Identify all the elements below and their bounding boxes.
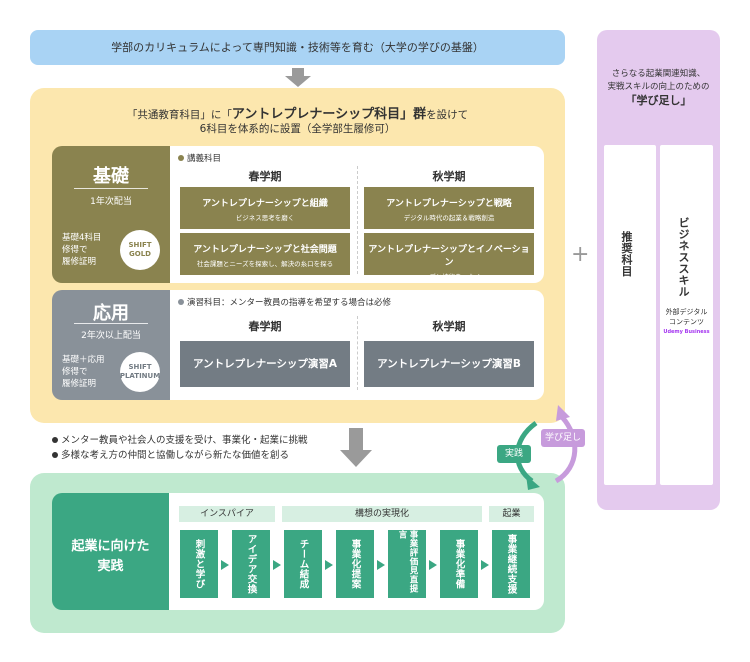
chevron-right-icon	[481, 560, 489, 570]
step-stimulus: 刺激と学び	[180, 530, 218, 598]
course-social-issues: アントレプレナーシップと社会問題社会課題とニーズを探索し、解決の糸口を探る	[180, 233, 350, 275]
course-innovation: アントレプレナーシップとイノベーションニーズと技術をつなぐ	[364, 233, 534, 281]
advanced-sub: 2年次以上配当	[81, 331, 141, 341]
advanced-title: 応用	[93, 303, 129, 324]
phase-startup: 起業	[489, 506, 534, 522]
lecture-legend: 講義科目	[178, 152, 221, 164]
practice-tag: 実践	[497, 445, 531, 463]
step-idea-exchange: アイデア交換	[232, 530, 270, 598]
phase-realization: 構想の実現化	[282, 506, 482, 522]
step-team-building: チーム結成	[284, 530, 322, 598]
advanced-spring-label: 春学期	[248, 320, 282, 333]
practice-title-panel: 起業に向けた実践	[52, 493, 169, 610]
practice-title: 起業に向けた実践	[71, 539, 150, 574]
top-banner: 学部のカリキュラムによって専門知識・技術等を育む（大学の学びの基盤）	[30, 30, 565, 65]
external-content-label: 外部デジタルコンテンツ	[665, 308, 708, 326]
udemy-business-logo: Udemy Business	[663, 329, 710, 335]
basic-title: 基礎	[93, 166, 129, 187]
basic-spring-label: 春学期	[248, 170, 282, 183]
practice-steps-panel: インスパイア 構想の実現化 起業 刺激と学び アイデア交換 チーム結成 事業化提…	[169, 493, 544, 610]
business-skills-label: ビジネススキル	[677, 217, 690, 298]
course-exercise-b: アントレプレナーシップ演習B	[364, 341, 534, 387]
chevron-right-icon	[273, 560, 281, 570]
advanced-autumn-label: 秋学期	[432, 320, 466, 333]
practice-legend: 演習科目：メンター教員の指導を希望する場合は必修	[178, 296, 391, 308]
yellow-header-line2: 6科目を体系的に設置（全学部生履修可）	[199, 123, 396, 135]
manabi-tag: 学び足し	[541, 429, 585, 447]
plus-icon: +	[571, 242, 590, 267]
bullet-item: メンター教員や社会人の支援を受け、事業化・起業に挑戦	[52, 433, 308, 448]
semester-divider	[357, 166, 358, 274]
step-continuation-support: 事業継続支援	[492, 530, 530, 598]
basic-sub: 1年次配当	[90, 197, 132, 207]
semester-divider	[357, 316, 358, 390]
arrow-down-icon	[285, 68, 311, 87]
recommended-courses-column: 推奨科目	[604, 145, 656, 485]
course-organization: アントレプレナーシップと組織ビジネス思考を磨く	[180, 187, 350, 229]
chevron-right-icon	[221, 560, 229, 570]
divider	[74, 188, 148, 189]
step-evaluation: 事業評価見直提言	[388, 530, 426, 598]
arrow-down-icon	[340, 428, 372, 467]
yellow-header-line1: 「共通教育科目」に「アントレプレナーシップ科目」群を設けて	[126, 107, 469, 122]
course-exercise-a: アントレプレナーシップ演習A	[180, 341, 350, 387]
course-strategy: アントレプレナーシップと戦略デジタル時代の起業＆戦略創造	[364, 187, 534, 229]
basic-courses-panel: 講義科目 春学期 秋学期 アントレプレナーシップと組織ビジネス思考を磨く アント…	[170, 146, 544, 283]
business-skills-column: ビジネススキル 外部デジタルコンテンツ Udemy Business	[660, 145, 713, 485]
chevron-right-icon	[325, 560, 333, 570]
chevron-right-icon	[429, 560, 437, 570]
basic-cert: 基礎4科目修得で履修証明	[62, 233, 102, 267]
bullet-list: メンター教員や社会人の支援を受け、事業化・起業に挑戦 多様な考え方の仲間と協働し…	[52, 433, 308, 463]
phase-inspire: インスパイア	[179, 506, 275, 522]
advanced-cert: 基礎＋応用修得で履修証明	[62, 355, 105, 389]
manabi-header: さらなる起業関連知識、 実戦スキルの向上のための 「学び足し」	[607, 69, 710, 107]
advanced-courses-panel: 演習科目：メンター教員の指導を希望する場合は必修 春学期 秋学期 アントレプレナ…	[170, 290, 544, 400]
step-preparation: 事業化準備	[440, 530, 478, 598]
basic-autumn-label: 秋学期	[432, 170, 466, 183]
divider	[74, 323, 148, 324]
bullet-item: 多様な考え方の仲間と協働しながら新たな価値を創る	[52, 448, 308, 463]
chevron-right-icon	[377, 560, 385, 570]
step-business-proposal: 事業化提案	[336, 530, 374, 598]
recommended-courses-label: 推奨科目	[620, 231, 633, 277]
